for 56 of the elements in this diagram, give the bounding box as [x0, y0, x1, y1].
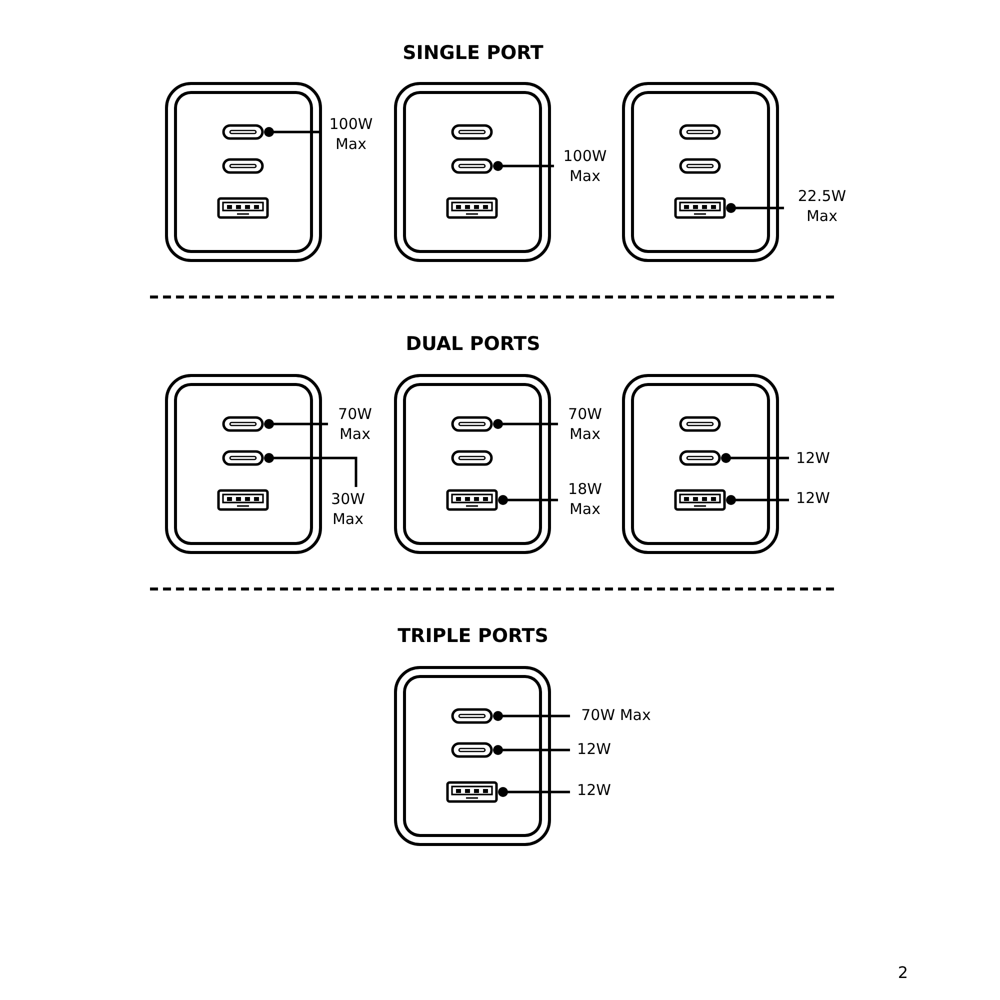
wattage-label: 12W: [574, 739, 614, 759]
leader-line: [721, 453, 789, 463]
wattage-label: 70W Max: [574, 705, 658, 725]
wattage-label: 70W Max: [562, 404, 608, 444]
usb-c-port-icon: [451, 124, 493, 140]
usb-a-port-icon: [217, 489, 269, 511]
usb-c-port-icon: [222, 450, 264, 466]
usb-c-port-icon: [679, 416, 721, 432]
usb-a-port-icon: [446, 197, 498, 219]
usb-c-port-icon: [222, 124, 264, 140]
usb-c-port-icon: [451, 742, 493, 758]
leader-line: [493, 711, 570, 721]
charger-outline: [622, 374, 779, 554]
usb-c-port-icon: [679, 450, 721, 466]
leader-line: [493, 419, 558, 429]
leader-line: [264, 419, 328, 429]
leader-line: [498, 495, 558, 505]
wattage-label: 22.5W Max: [788, 186, 856, 226]
usb-a-port-icon: [446, 781, 498, 803]
charger-outline: [394, 374, 551, 554]
charger-outline: [165, 374, 322, 554]
usb-c-port-icon: [222, 416, 264, 432]
leader-line: [493, 745, 570, 755]
section-heading: DUAL PORTS: [406, 333, 540, 355]
charger-outline: [165, 82, 322, 262]
section-heading: SINGLE PORT: [402, 42, 544, 64]
usb-c-port-icon: [679, 124, 721, 140]
charger-outline: [622, 82, 779, 262]
wattage-label: 12W: [793, 488, 833, 508]
charger-outline: [394, 666, 551, 846]
wattage-label: 12W: [574, 780, 614, 800]
leader-line: [726, 495, 789, 505]
leader-line: [498, 787, 570, 797]
leader-line: [726, 203, 784, 213]
wattage-label: 100W Max: [558, 146, 612, 186]
usb-a-port-icon: [674, 197, 726, 219]
usb-c-port-icon: [451, 416, 493, 432]
usb-c-port-icon: [451, 708, 493, 724]
wattage-label: 30W Max: [325, 489, 371, 529]
charger-outline: [394, 82, 551, 262]
wattage-label: 100W Max: [326, 114, 376, 154]
usb-a-port-icon: [674, 489, 726, 511]
wattage-label: 70W Max: [332, 404, 378, 444]
usb-c-port-icon: [679, 158, 721, 174]
usb-c-port-icon: [222, 158, 264, 174]
page-number: 2: [898, 963, 908, 982]
section-heading: TRIPLE PORTS: [398, 625, 548, 647]
wattage-label: 12W: [793, 448, 833, 468]
leader-line: [264, 127, 322, 137]
wattage-label: 18W Max: [562, 479, 608, 519]
usb-a-port-icon: [217, 197, 269, 219]
leader-line: [264, 453, 358, 487]
usb-c-port-icon: [451, 450, 493, 466]
leader-line: [493, 161, 554, 171]
usb-c-port-icon: [451, 158, 493, 174]
usb-a-port-icon: [446, 489, 498, 511]
